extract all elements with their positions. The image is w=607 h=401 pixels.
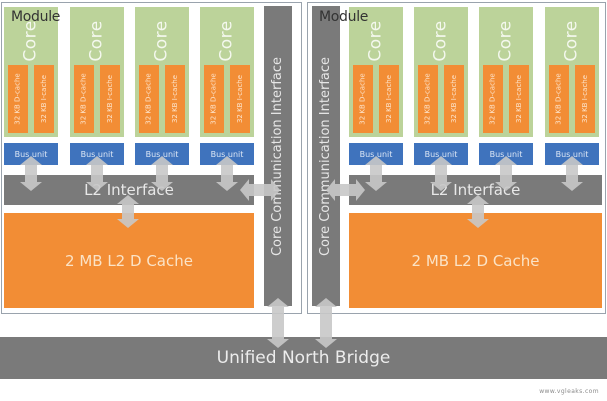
l2-interface-1: L2 Interface [4,175,254,205]
core-1-2: Core 32 KB D-cache 32 KB I-cache [70,7,124,137]
module-2-label: Module [319,9,369,25]
bus-unit-1-3: Bus unit [135,143,189,165]
core-label: Core [216,20,237,62]
core-label: Core [151,20,172,62]
core-comm-interface-2: Core Communication Interface [312,6,340,306]
bus-unit-2-3: Bus unit [479,143,533,165]
i-cache: 32 KB I-cache [444,65,464,133]
bus-unit-2-2: Bus unit [414,143,468,165]
d-cache: 32 KB D-cache [549,65,569,133]
module-1-label: Module [11,9,61,25]
core-comm-interface-1: Core Communication Interface [264,6,292,306]
core-label: Core [495,20,516,62]
core-label: Core [430,20,451,62]
core-2-4: Core 32 KB D-cache 32 KB I-cache [545,7,599,137]
i-cache: 32 KB I-cache [100,65,120,133]
bus-unit-2-4: Bus unit [545,143,599,165]
i-cache: 32 KB I-cache [575,65,595,133]
d-cache: 32 KB D-cache [74,65,94,133]
core-1-1: Core 32 KB D-cache 32 KB I-cache [4,7,58,137]
core-2-1: Core 32 KB D-cache 32 KB I-cache [349,7,403,137]
bus-unit-1-2: Bus unit [70,143,124,165]
d-cache: 32 KB D-cache [483,65,503,133]
i-cache: 32 KB I-cache [165,65,185,133]
bus-unit-1-1: Bus unit [4,143,58,165]
core-label: Core [365,20,386,62]
i-cache: 32 KB I-cache [230,65,250,133]
d-cache: 32 KB D-cache [8,65,28,133]
d-cache: 32 KB D-cache [353,65,373,133]
core-1-4: Core 32 KB D-cache 32 KB I-cache [200,7,254,137]
i-cache: 32 KB I-cache [509,65,529,133]
d-cache: 32 KB D-cache [139,65,159,133]
l2-interface-2: L2 Interface [349,175,602,205]
bus-unit-1-4: Bus unit [200,143,254,165]
l2-cache-1: 2 MB L2 D Cache [4,213,254,308]
l2-cache-2: 2 MB L2 D Cache [349,213,602,308]
watermark: www.vgleaks.com [539,388,599,395]
core-label: Core [86,20,107,62]
bus-unit-2-1: Bus unit [349,143,403,165]
d-cache: 32 KB D-cache [204,65,224,133]
i-cache: 32 KB I-cache [34,65,54,133]
core-label: Core [561,20,582,62]
core-1-3: Core 32 KB D-cache 32 KB I-cache [135,7,189,137]
unified-north-bridge: Unified North Bridge [0,337,607,379]
i-cache: 32 KB I-cache [379,65,399,133]
d-cache: 32 KB D-cache [418,65,438,133]
core-label: Core [20,20,41,62]
core-2-2: Core 32 KB D-cache 32 KB I-cache [414,7,468,137]
core-2-3: Core 32 KB D-cache 32 KB I-cache [479,7,533,137]
